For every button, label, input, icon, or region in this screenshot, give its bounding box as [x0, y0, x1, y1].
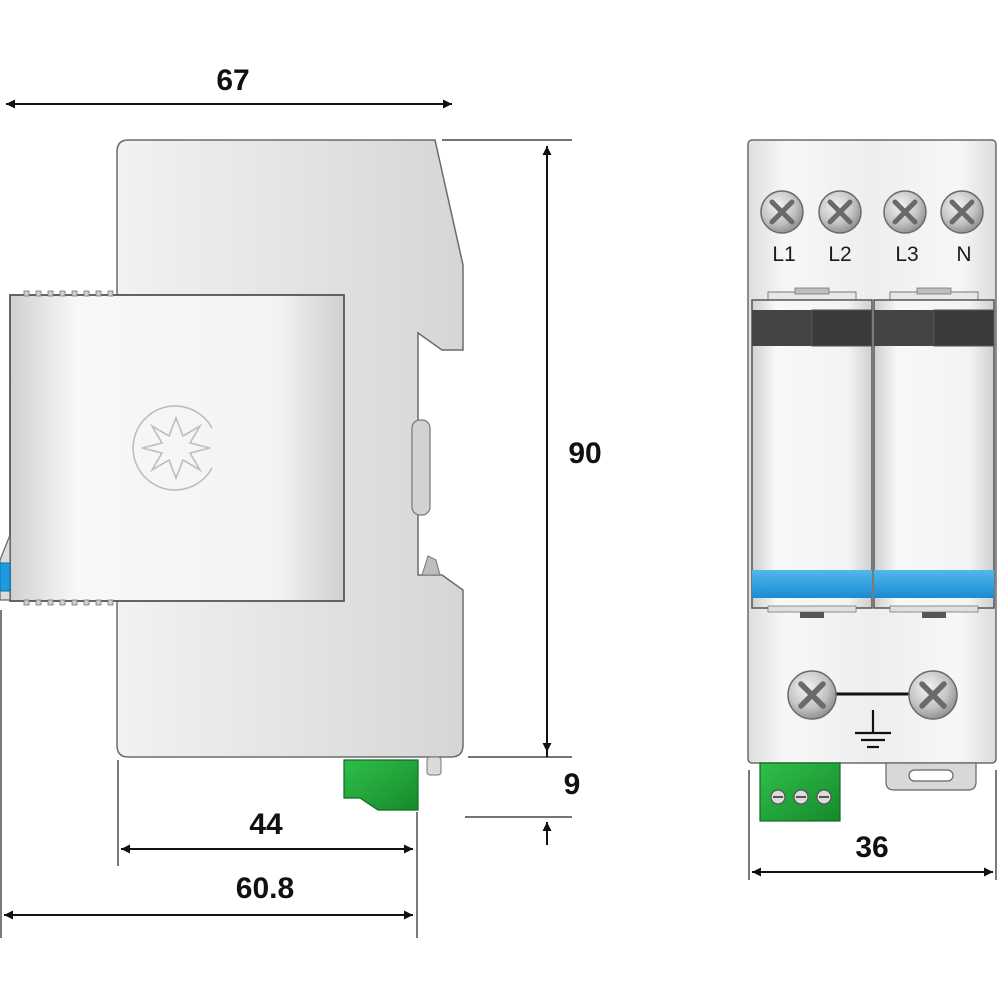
- screw-terminal-icon: [908, 670, 958, 720]
- module-grip-top: [23, 290, 114, 297]
- dim-label-67: 67: [216, 64, 249, 97]
- din-clip: [411, 419, 431, 516]
- dim-label-36: 36: [855, 831, 888, 864]
- front-remote-connector: [759, 762, 841, 822]
- dim-label-44: 44: [249, 808, 283, 841]
- dim-label-90: 90: [568, 437, 601, 470]
- module-grip-bottom: [23, 599, 114, 606]
- ground-terminals: [787, 670, 958, 749]
- terminal-label-l3: L3: [895, 243, 918, 266]
- front-module-left: [751, 287, 873, 618]
- latch-tab: [421, 555, 441, 576]
- front-view: L1 L2 L3 N: [747, 139, 997, 822]
- status-indicator-blue: [874, 570, 994, 598]
- dimension-labels: 67 90 9 44 60.8 36: [216, 64, 888, 905]
- screw-terminal-icon: [787, 670, 837, 720]
- side-view: [0, 139, 464, 811]
- screw-terminal-icon: [883, 190, 927, 234]
- dimension-lines: [0, 99, 997, 938]
- din-rail-clip-front: [885, 762, 977, 791]
- terminal-label-l2: L2: [828, 243, 851, 266]
- status-indicator-blue: [752, 570, 872, 598]
- top-terminal-screws: [760, 190, 984, 234]
- connector-pin: [426, 756, 442, 776]
- plug-module: [9, 294, 345, 602]
- screw-terminal-icon: [940, 190, 984, 234]
- front-module-right: [873, 287, 995, 618]
- burst-logo-icon: [132, 405, 213, 491]
- ground-icon: [855, 710, 891, 749]
- remote-signal-connector: [343, 759, 419, 811]
- side-status-indicator: [0, 562, 11, 592]
- screw-terminal-icon: [760, 190, 804, 234]
- dim-label-9: 9: [564, 768, 581, 801]
- dim-label-60-8: 60.8: [236, 872, 294, 905]
- terminal-label-n: N: [956, 243, 971, 266]
- terminal-label-l1: L1: [772, 243, 795, 266]
- screw-terminal-icon: [818, 190, 862, 234]
